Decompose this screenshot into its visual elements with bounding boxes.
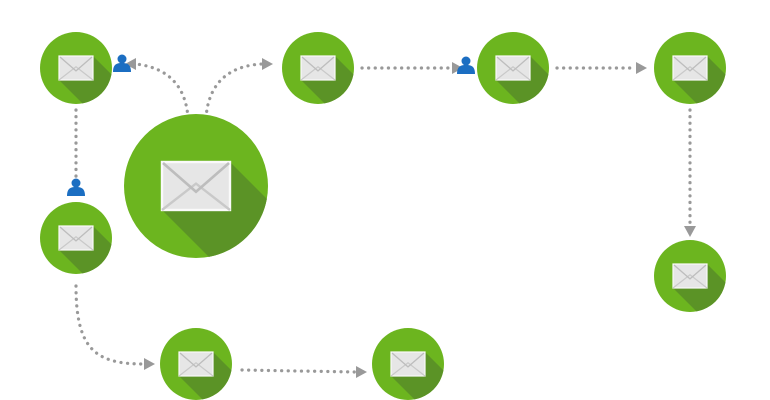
arrowhead-icon <box>125 58 136 70</box>
long-shadow <box>59 226 112 274</box>
hub-email-node <box>124 114 268 258</box>
arrowhead-icon <box>262 58 273 70</box>
connector-n8-n9 <box>240 366 367 378</box>
connector-hub-n1 <box>125 58 190 120</box>
envelope-icon <box>58 225 94 251</box>
long-shadow <box>162 162 267 257</box>
email-node <box>372 328 444 400</box>
dotted-line <box>240 368 358 374</box>
long-shadow <box>391 352 444 400</box>
dotted-line <box>74 284 146 366</box>
connector-n5-n7 <box>684 108 696 237</box>
long-shadow <box>673 56 726 104</box>
recipients <box>67 54 475 196</box>
nodes <box>40 32 726 400</box>
arrowhead-icon <box>356 366 367 378</box>
dotted-line <box>204 62 264 120</box>
long-shadow <box>496 56 549 104</box>
arrowhead-icon <box>636 62 647 74</box>
email-node <box>40 202 112 274</box>
envelope-icon <box>672 55 708 81</box>
envelope-icon <box>58 55 94 81</box>
email-node <box>40 32 112 104</box>
connectors <box>74 58 696 378</box>
connector-n6-n8 <box>74 284 155 370</box>
long-shadow <box>59 56 112 104</box>
email-node <box>654 32 726 104</box>
envelope-icon <box>178 351 214 377</box>
connector-n4-n5 <box>555 62 647 74</box>
connector-n3-n4 <box>360 62 463 74</box>
long-shadow <box>673 264 726 312</box>
dotted-line <box>134 62 190 120</box>
email-node <box>654 240 726 312</box>
email-node <box>160 328 232 400</box>
envelope-icon <box>495 55 531 81</box>
email-node <box>477 32 549 104</box>
envelope-icon <box>160 160 232 212</box>
person-icon <box>113 54 131 72</box>
long-shadow <box>301 56 354 104</box>
email-node <box>282 32 354 104</box>
person-icon <box>67 178 85 196</box>
arrowhead-icon <box>684 226 696 237</box>
arrowhead-icon <box>144 358 155 370</box>
person-icon <box>457 56 475 74</box>
arrowhead-icon <box>452 62 463 74</box>
connector-hub-n3 <box>204 58 273 120</box>
envelope-icon <box>672 263 708 289</box>
envelope-icon <box>390 351 426 377</box>
envelope-icon <box>300 55 336 81</box>
long-shadow <box>179 352 232 400</box>
